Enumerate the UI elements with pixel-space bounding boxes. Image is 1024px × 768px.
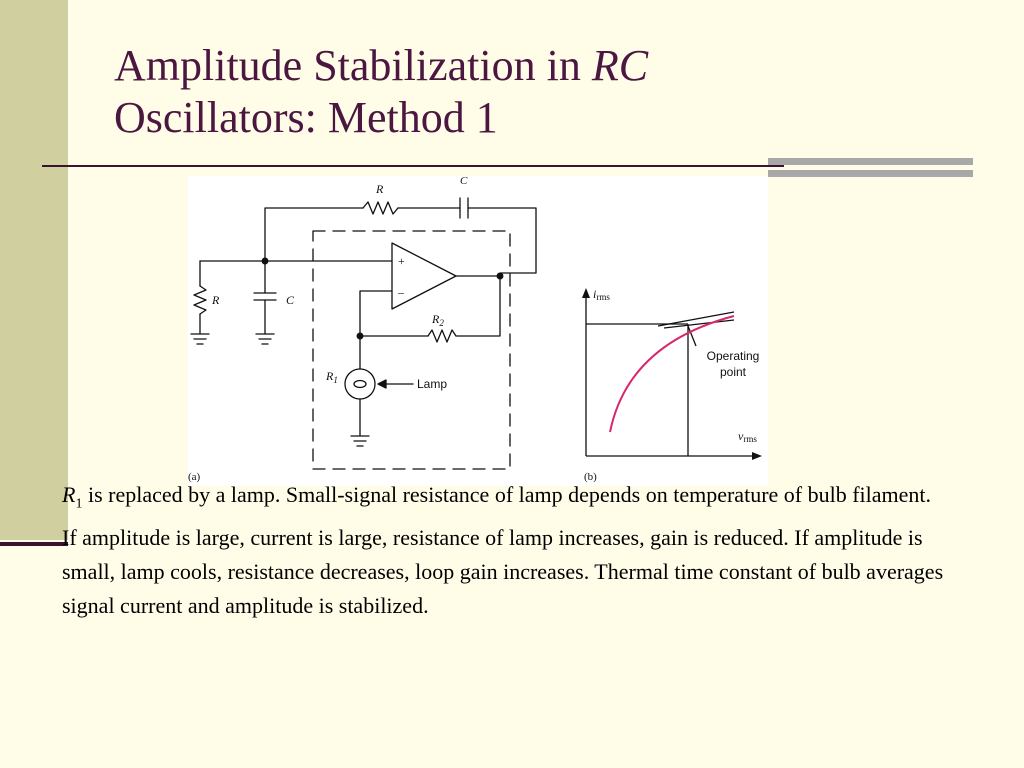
x-axis-label: vrms	[738, 429, 757, 444]
paragraph-2: If amplitude is large, current is large,…	[62, 525, 944, 619]
iv-graph: irms vrms Operating point (b)	[582, 287, 762, 483]
left-accent-line	[0, 542, 68, 546]
annotation-leader	[687, 325, 697, 347]
y-axis-label: irms	[593, 287, 610, 302]
op-amp-triangle	[391, 242, 457, 310]
label-lamp: Lamp	[417, 377, 447, 391]
wire-top-left	[264, 207, 364, 262]
label-panel-a: (a)	[188, 471, 201, 483]
tangent-line-b	[663, 319, 735, 329]
circuit-diagram	[190, 197, 537, 470]
paragraph-1: R1 is replaced by a lamp. Small-signal r…	[62, 478, 972, 521]
graph-y-arrowhead	[582, 288, 590, 298]
label-r-left: R	[211, 293, 220, 307]
body-text: R1 is replaced by a lamp. Small-signal r…	[62, 478, 972, 623]
label-r1-main: R	[325, 369, 334, 383]
resistor-r-top	[362, 201, 399, 215]
decor-bar-top	[768, 158, 973, 165]
lamp-filament	[353, 379, 367, 389]
y-axis-label-main: i	[593, 287, 596, 301]
lamp-circle	[344, 368, 376, 400]
p1-r-symbol: R	[62, 482, 76, 507]
label-r-top: R	[375, 182, 384, 196]
junction-output	[496, 272, 504, 280]
y-axis-label-sub: rms	[596, 292, 610, 302]
title-line2-text: Oscillators: Method 1	[114, 93, 498, 142]
wire-minus-input	[359, 290, 393, 337]
title-line1-text: Amplitude Stabilization in	[114, 41, 592, 90]
x-axis-label-sub: rms	[743, 434, 757, 444]
iv-curve	[609, 315, 735, 433]
junction-left	[261, 257, 269, 265]
annotation-line2: point	[720, 365, 747, 379]
resistor-r2	[427, 329, 457, 343]
p1-text: is replaced by a lamp. Small-signal resi…	[82, 482, 932, 507]
label-r2-main: R	[431, 312, 440, 326]
slide-title: Amplitude Stabilization in RC Oscillator…	[114, 40, 648, 144]
title-rc: RC	[591, 41, 649, 90]
circuit-labels: R C R C + – R2 R1 Lamp (a)	[188, 176, 468, 483]
figure-panel: R C R C + – R2 R1 Lamp (a)	[188, 176, 768, 486]
p1-r-subscript: 1	[75, 496, 83, 512]
label-r1-sub: 1	[333, 375, 338, 385]
title-divider	[42, 165, 784, 167]
lamp-pointer-arrowhead	[377, 379, 387, 389]
amplifier-dashed-box	[312, 230, 511, 470]
label-r2: R2	[431, 312, 444, 328]
junction-minus	[356, 332, 364, 340]
annotation-line1: Operating	[707, 349, 760, 363]
decor-bar-bottom	[768, 170, 973, 177]
figure-svg: R C R C + – R2 R1 Lamp (a)	[188, 176, 762, 483]
label-minus: –	[397, 285, 405, 299]
resistor-r-left	[193, 285, 207, 315]
wire-top-right	[467, 207, 537, 274]
tangent-line-a	[657, 311, 735, 327]
left-decor-band	[0, 0, 68, 540]
label-r2-sub: 2	[439, 318, 444, 328]
label-c-top: C	[460, 176, 468, 187]
wire-r2-right	[455, 275, 501, 337]
label-panel-b: (b)	[584, 471, 597, 483]
label-r1: R1	[325, 369, 338, 385]
x-axis-label-main: v	[738, 429, 744, 443]
graph-x-arrowhead	[752, 452, 762, 460]
label-c-left: C	[286, 293, 295, 307]
label-plus: +	[398, 254, 405, 268]
